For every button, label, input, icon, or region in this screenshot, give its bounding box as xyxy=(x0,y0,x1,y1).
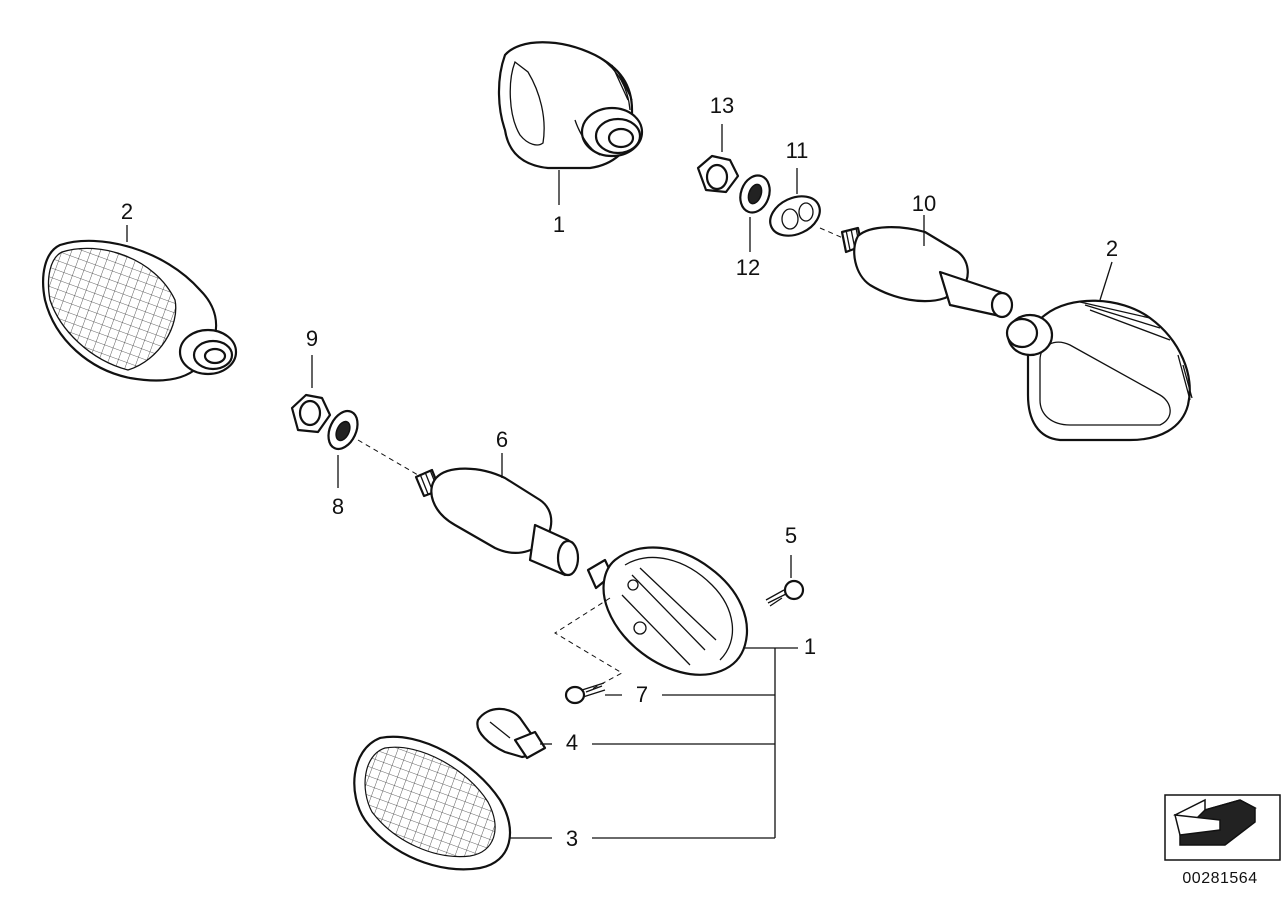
lens xyxy=(353,735,775,871)
grommet-top xyxy=(769,168,821,237)
turn-signal-left xyxy=(42,225,238,382)
turn-signal-housing-bottom xyxy=(586,546,798,838)
callout-3: 3 xyxy=(566,826,578,851)
callout-2-left: 2 xyxy=(121,199,133,224)
stalk-center xyxy=(414,453,580,577)
callout-10: 10 xyxy=(912,191,936,216)
turn-signal-housing-top xyxy=(497,41,644,205)
turn-signal-right xyxy=(1005,261,1193,442)
callout-9: 9 xyxy=(306,326,318,351)
nut-left xyxy=(290,355,332,434)
callout-11: 11 xyxy=(786,138,809,163)
callout-4: 4 xyxy=(566,730,578,755)
callout-12: 12 xyxy=(736,255,760,280)
callout-13: 13 xyxy=(710,93,734,118)
callout-2-right: 2 xyxy=(1106,236,1118,261)
bulb xyxy=(476,707,775,760)
washer-top xyxy=(739,174,771,252)
axis-line xyxy=(357,439,419,476)
callout-7: 7 xyxy=(636,682,648,707)
callout-5: 5 xyxy=(785,523,797,548)
callout-1-top: 1 xyxy=(553,212,565,237)
stalk-right xyxy=(819,215,1014,319)
screw-5 xyxy=(765,555,805,607)
callout-6: 6 xyxy=(496,427,508,452)
nut-top xyxy=(696,124,740,194)
diagram-id: 00281564 xyxy=(1182,870,1258,887)
arrow-pointing-icon xyxy=(1164,794,1281,861)
washer-left xyxy=(327,409,359,488)
callout-1-bottom: 1 xyxy=(804,634,816,659)
callout-8: 8 xyxy=(332,494,344,519)
screw-7 xyxy=(564,682,775,705)
